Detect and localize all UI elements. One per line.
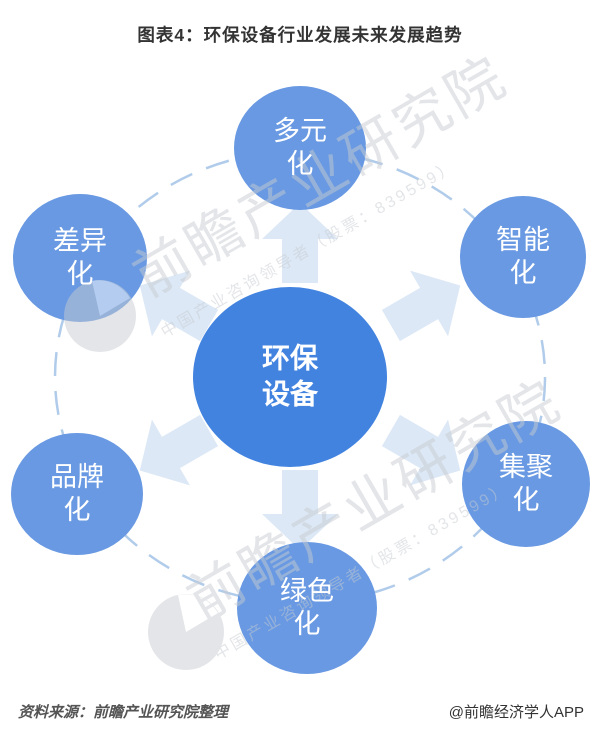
node-circle-bottom [237,542,377,674]
node-label-branding: 品牌 化 [50,461,104,527]
node-label-line2: 化 [293,609,321,639]
node-circle-top-right [460,196,586,318]
node-label-line1: 智能 [496,225,550,256]
node-label-line1: 品牌 [50,462,104,493]
node-label-line2: 化 [66,259,94,289]
arrow-down-left-icon [139,414,219,486]
node-label-line2: 化 [63,495,91,525]
footer: 资料来源：前瞻产业研究院整理 @前瞻经济学人APP [0,701,600,723]
node-label-line2: 化 [509,258,537,288]
node-label-differentiation: 差异 化 [53,225,107,291]
node-label-line1: 多元 [273,116,327,147]
node-circle-bottom-left [11,433,143,555]
center-hub-label-line1: 环保 [261,342,319,374]
chart-title: 图表4：环保设备行业发展未来发展趋势 [137,25,463,45]
node-label-line1: 绿色 [280,576,334,607]
watermark-logo-icon [148,594,224,670]
center-hub-label: 环保 设备 [262,341,318,414]
node-circle-top [234,86,366,210]
watermark-logo-icon [64,280,136,352]
center-hub-circle [193,287,387,467]
node-label-line1: 集聚 [499,452,553,483]
node-label-line1: 差异 [53,226,107,257]
arrow-down-right-icon [381,414,461,486]
node-label-line2: 化 [512,485,540,515]
arrow-group [139,203,461,550]
node-label-intelligence: 智能 化 [496,224,550,290]
attribution-note: @前瞻经济学人APP [448,704,584,721]
node-label-diversification: 多元 化 [273,115,327,181]
arrow-up-left-icon [139,270,219,342]
node-circle-bottom-right [462,421,590,547]
arrow-down-icon [262,470,338,550]
center-hub-label-line2: 设备 [261,379,319,410]
node-label-greening: 绿色 化 [280,575,334,641]
data-source-note: 资料来源：前瞻产业研究院整理 [18,704,229,721]
arrow-up-icon [262,203,338,283]
node-label-line2: 化 [286,149,314,179]
node-label-clustering: 集聚 化 [499,451,553,517]
arrow-up-right-icon [381,270,461,342]
